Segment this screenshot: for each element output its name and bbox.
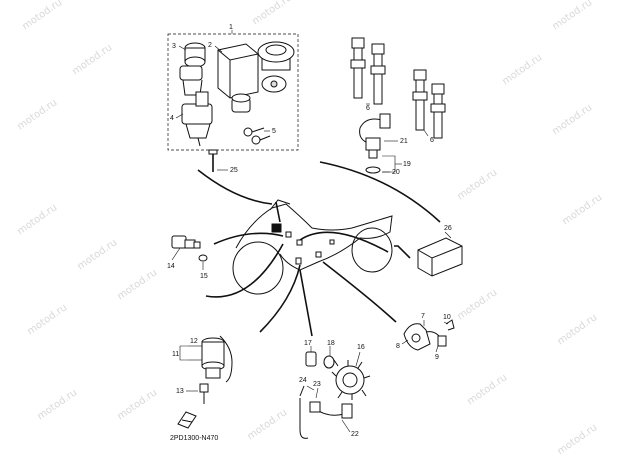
watermark: motod.ru — [15, 97, 59, 132]
watermark: motod.ru — [555, 422, 599, 457]
callout-19: 19 — [403, 161, 411, 168]
callout-12: 12 — [190, 338, 198, 345]
fairing-line — [235, 203, 393, 271]
callout-3: 3 — [172, 43, 176, 50]
callout-18: 18 — [327, 340, 335, 347]
callout-5: 5 — [272, 128, 276, 135]
watermark: motod.ru — [550, 102, 594, 137]
key-set-group: 1 2 3 — [167, 24, 299, 174]
watermark: motod.ru — [465, 372, 509, 407]
front-arrow-icon — [177, 411, 197, 429]
callout-6-left: 6 — [366, 105, 370, 112]
watermark: motod.ru — [35, 387, 79, 422]
watermark: motod.ru — [75, 237, 119, 272]
watermark: motod.ru — [560, 192, 604, 227]
watermark: motod.ru — [115, 387, 159, 422]
key-set-boundary — [167, 33, 299, 151]
callout-24: 24 — [299, 377, 307, 384]
watermark: motod.ru — [555, 312, 599, 347]
seat-lock — [181, 91, 213, 147]
watermark: motod.ru — [550, 0, 594, 32]
callout-20: 20 — [392, 169, 400, 176]
fuel-cap-lock — [257, 41, 295, 93]
ignition-coils: 6 6 — [350, 37, 446, 144]
callout-8: 8 — [396, 343, 400, 350]
motorcycle-outline — [232, 199, 393, 295]
watermark: motod.ru — [15, 202, 59, 237]
ignition-coil — [350, 37, 366, 99]
ecu-cover — [217, 43, 259, 99]
drawing-code: 2PD1300-N470 — [170, 435, 218, 442]
relay-11 — [199, 335, 233, 404]
dash-marker — [271, 223, 282, 233]
watermark-layer: motod.ru motod.ru motod.ru motod.ru moto… — [15, 0, 604, 457]
sensor-19 — [359, 113, 391, 174]
ignition-coil — [430, 83, 446, 139]
callout-6-right: 6 — [430, 137, 434, 144]
part-18 — [323, 355, 335, 369]
ignition-coil — [412, 69, 428, 131]
watermark: motod.ru — [70, 42, 114, 77]
callout-2: 2 — [208, 42, 212, 49]
callout-25: 25 — [230, 167, 238, 174]
watermark: motod.ru — [245, 407, 289, 442]
callout-7: 7 — [421, 313, 425, 320]
watermark: motod.ru — [20, 0, 64, 32]
callout-17: 17 — [304, 340, 312, 347]
ignition-coil — [370, 43, 386, 105]
callout-11: 11 — [172, 351, 179, 358]
gear-sensor-assembly — [299, 351, 371, 439]
callout-21: 21 — [400, 138, 408, 145]
callout-23: 23 — [313, 381, 321, 388]
watermark: motod.ru — [250, 0, 294, 27]
callout-1: 1 — [229, 24, 233, 31]
watermark: motod.ru — [25, 302, 69, 337]
front-wheel — [232, 241, 284, 295]
callout-15: 15 — [200, 273, 208, 280]
keys — [243, 127, 271, 145]
callout-16: 16 — [357, 344, 365, 351]
callout-14: 14 — [167, 263, 175, 270]
watermark: motod.ru — [455, 167, 499, 202]
lock-cylinder — [231, 93, 251, 113]
callout-22: 22 — [351, 431, 359, 438]
connector-lines — [197, 161, 441, 337]
switch-assembly — [403, 319, 455, 351]
callout-13: 13 — [176, 388, 184, 395]
control-unit-26 — [417, 237, 463, 277]
watermark: motod.ru — [500, 52, 544, 87]
callout-9: 9 — [435, 354, 439, 361]
watermark: motod.ru — [455, 287, 499, 322]
bolt-25 — [208, 149, 218, 172]
rear-wheel — [351, 227, 393, 273]
callout-26: 26 — [444, 225, 452, 232]
callout-10: 10 — [443, 314, 451, 321]
part-17 — [305, 351, 317, 367]
main-switch — [179, 42, 206, 96]
callout-4: 4 — [170, 115, 174, 122]
watermark: motod.ru — [115, 267, 159, 302]
sensor-14 — [171, 235, 208, 262]
